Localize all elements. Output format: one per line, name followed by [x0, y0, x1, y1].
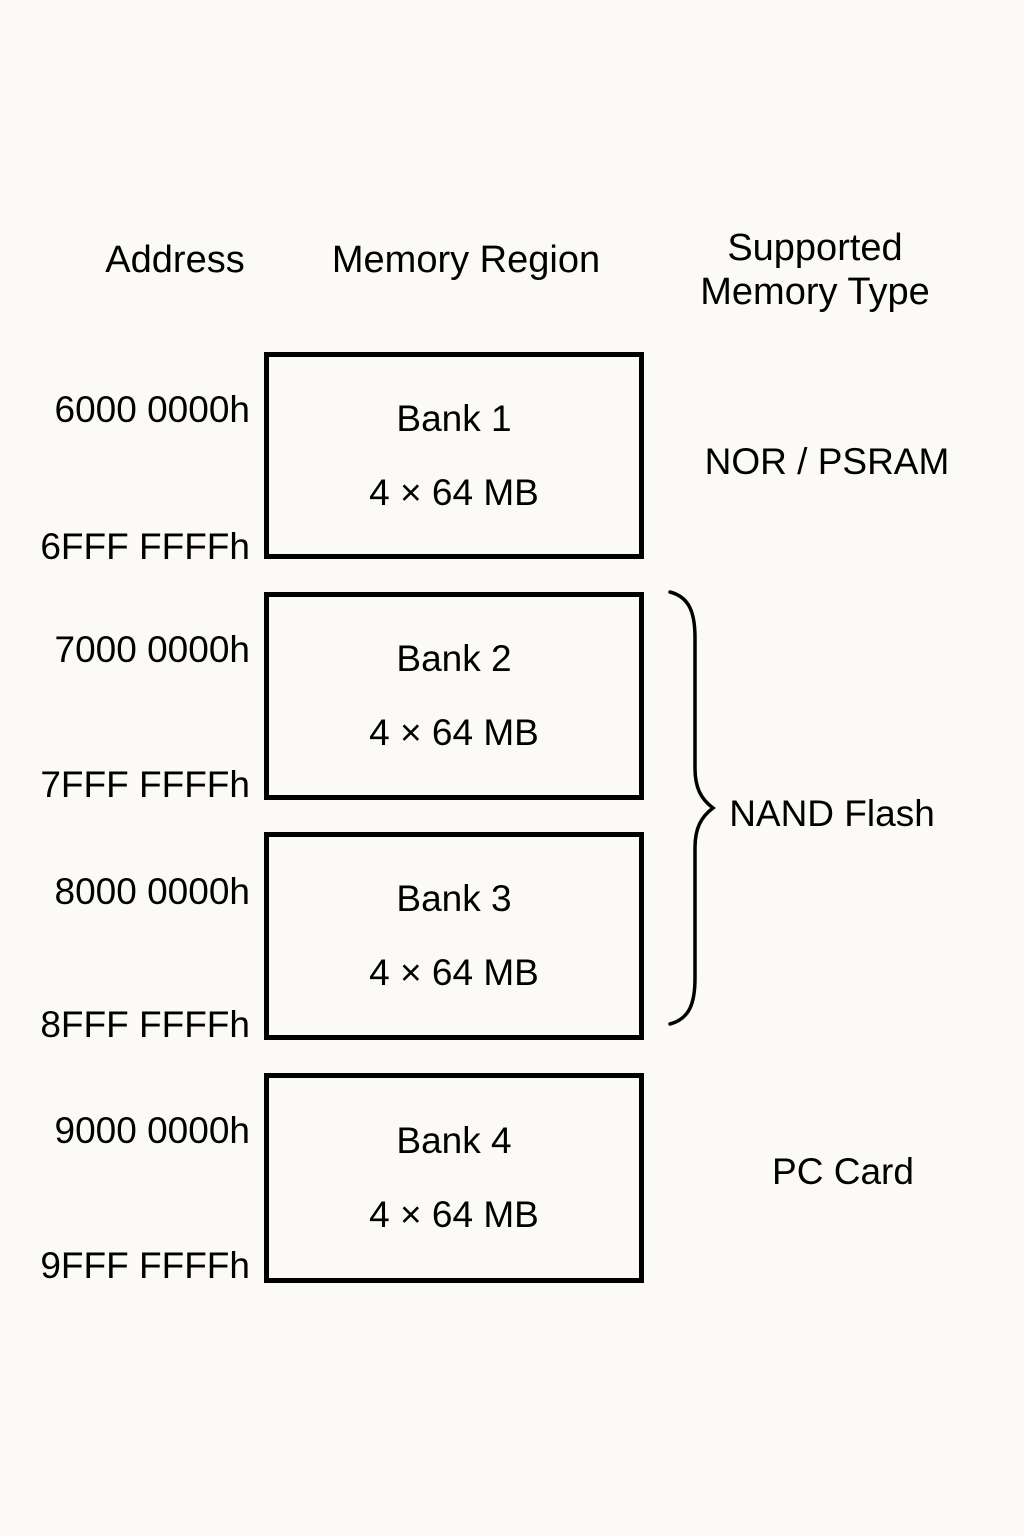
memory-type-pc-card: PC Card — [772, 1151, 914, 1192]
address-bank1-end: 6FFF FFFFh — [40, 526, 250, 567]
address-bank2-end: 7FFF FFFFh — [40, 764, 250, 805]
bank3-size: 4 × 64 MB — [369, 952, 539, 993]
address-bank2-start: 7000 0000h — [54, 629, 250, 670]
bank3-name: Bank 3 — [396, 878, 512, 919]
supported-header-line2: Memory Type — [700, 271, 930, 313]
bank1-size: 4 × 64 MB — [369, 471, 539, 513]
bank4-box: Bank 4 4 × 64 MB — [264, 1073, 644, 1283]
bank4-size: 4 × 64 MB — [369, 1194, 539, 1235]
nand-group-brace-icon — [668, 590, 716, 1026]
bank3-box: Bank 3 4 × 64 MB — [264, 832, 644, 1040]
bank1-name: Bank 1 — [396, 397, 512, 439]
bank2-size: 4 × 64 MB — [369, 712, 539, 753]
supported-header-line1: Supported — [727, 227, 903, 269]
column-header-supported-memory-type: Supported Memory Type — [640, 226, 990, 314]
column-header-memory-region: Memory Region — [331, 239, 601, 281]
memory-type-nor-psram: NOR / PSRAM — [704, 441, 950, 482]
bank1-box: Bank 1 4 × 64 MB — [264, 352, 644, 559]
memory-type-nand-flash: NAND Flash — [729, 793, 935, 834]
address-bank4-start: 9000 0000h — [54, 1110, 250, 1151]
bank2-name: Bank 2 — [396, 638, 512, 679]
address-bank3-end: 8FFF FFFFh — [40, 1004, 250, 1045]
address-bank1-start: 6000 0000h — [54, 389, 250, 430]
bank2-box: Bank 2 4 × 64 MB — [264, 592, 644, 800]
address-bank4-end: 9FFF FFFFh — [40, 1245, 250, 1286]
address-bank3-start: 8000 0000h — [54, 871, 250, 912]
column-header-address: Address — [105, 239, 245, 281]
bank4-name: Bank 4 — [396, 1120, 512, 1161]
